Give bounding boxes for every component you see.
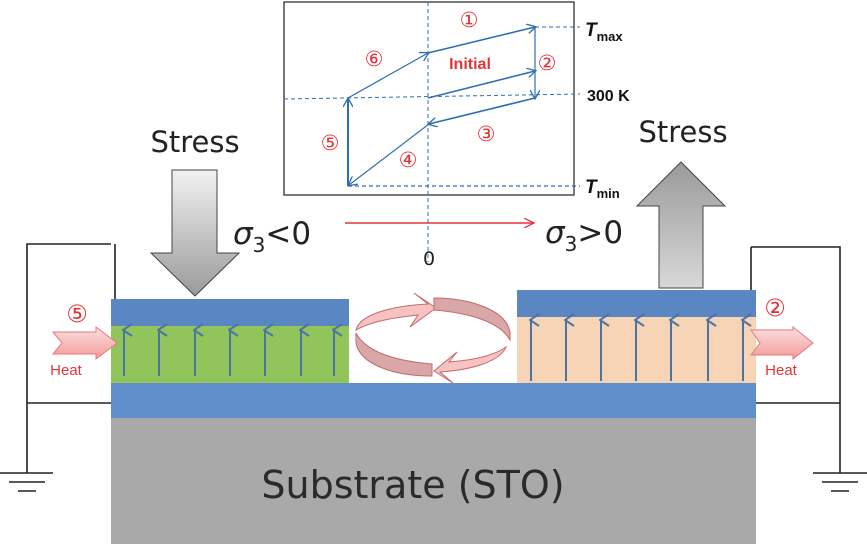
right-ground-icon xyxy=(813,472,867,492)
left-heat-in-arrow-icon xyxy=(51,325,118,361)
left-stress-label: Stress xyxy=(150,125,239,159)
step-6-label: ⑥ xyxy=(365,47,384,71)
left-ground-icon xyxy=(0,472,53,492)
substrate xyxy=(111,418,756,544)
loop-segment-3 xyxy=(429,97,536,124)
cycle-arrows-icon xyxy=(355,292,511,384)
left-circuit-wire xyxy=(26,243,111,473)
tmax-label: Tmax xyxy=(585,20,623,44)
loop-segment-6 xyxy=(347,53,428,99)
step-1-label: ① xyxy=(460,8,479,32)
loop-segment-4 xyxy=(349,123,430,185)
left-sigma-label: σ3<0 xyxy=(233,216,311,257)
step-2-label: ② xyxy=(538,51,557,75)
substrate-label: Substrate (STO) xyxy=(261,463,564,507)
left-stage: Stress σ3<0 ⑤ Heat xyxy=(0,125,349,492)
right-heat-out-arrow-icon xyxy=(750,325,814,361)
left-top-electrode xyxy=(111,299,349,326)
tmin-label: Tmin xyxy=(585,177,620,201)
initial-label: Initial xyxy=(449,56,491,73)
left-heat-label: Heat xyxy=(50,362,83,379)
t300-label: 300 K xyxy=(587,88,630,105)
loop-segment-1 xyxy=(427,27,535,54)
tensile-stress-arrow-icon xyxy=(635,161,727,289)
step-5-label: ⑤ xyxy=(321,131,340,155)
right-sigma-label: σ3>0 xyxy=(545,215,623,256)
right-top-electrode xyxy=(517,290,756,317)
inset-loop-plot: ① ② ③ ④ ⑤ ⑥ Initial Tmax 300 K Tmin 0 xyxy=(283,1,630,270)
zero-label: 0 xyxy=(423,248,435,270)
right-stage: Stress σ3>0 ② Heat xyxy=(517,115,867,492)
right-stress-label: Stress xyxy=(638,115,727,149)
left-polarization-arrows xyxy=(124,330,334,376)
right-circuit-wire xyxy=(751,246,841,473)
step-3-label: ③ xyxy=(477,122,496,146)
compressive-stress-arrow-icon xyxy=(149,169,241,297)
left-step-label: ⑤ xyxy=(66,300,88,328)
right-polarization-arrows xyxy=(531,320,743,381)
bottom-electrode xyxy=(111,383,756,418)
right-heat-label: Heat xyxy=(765,362,798,379)
step-4-label: ④ xyxy=(399,148,418,172)
initial-segment xyxy=(427,71,535,99)
right-step-label: ② xyxy=(764,294,786,322)
